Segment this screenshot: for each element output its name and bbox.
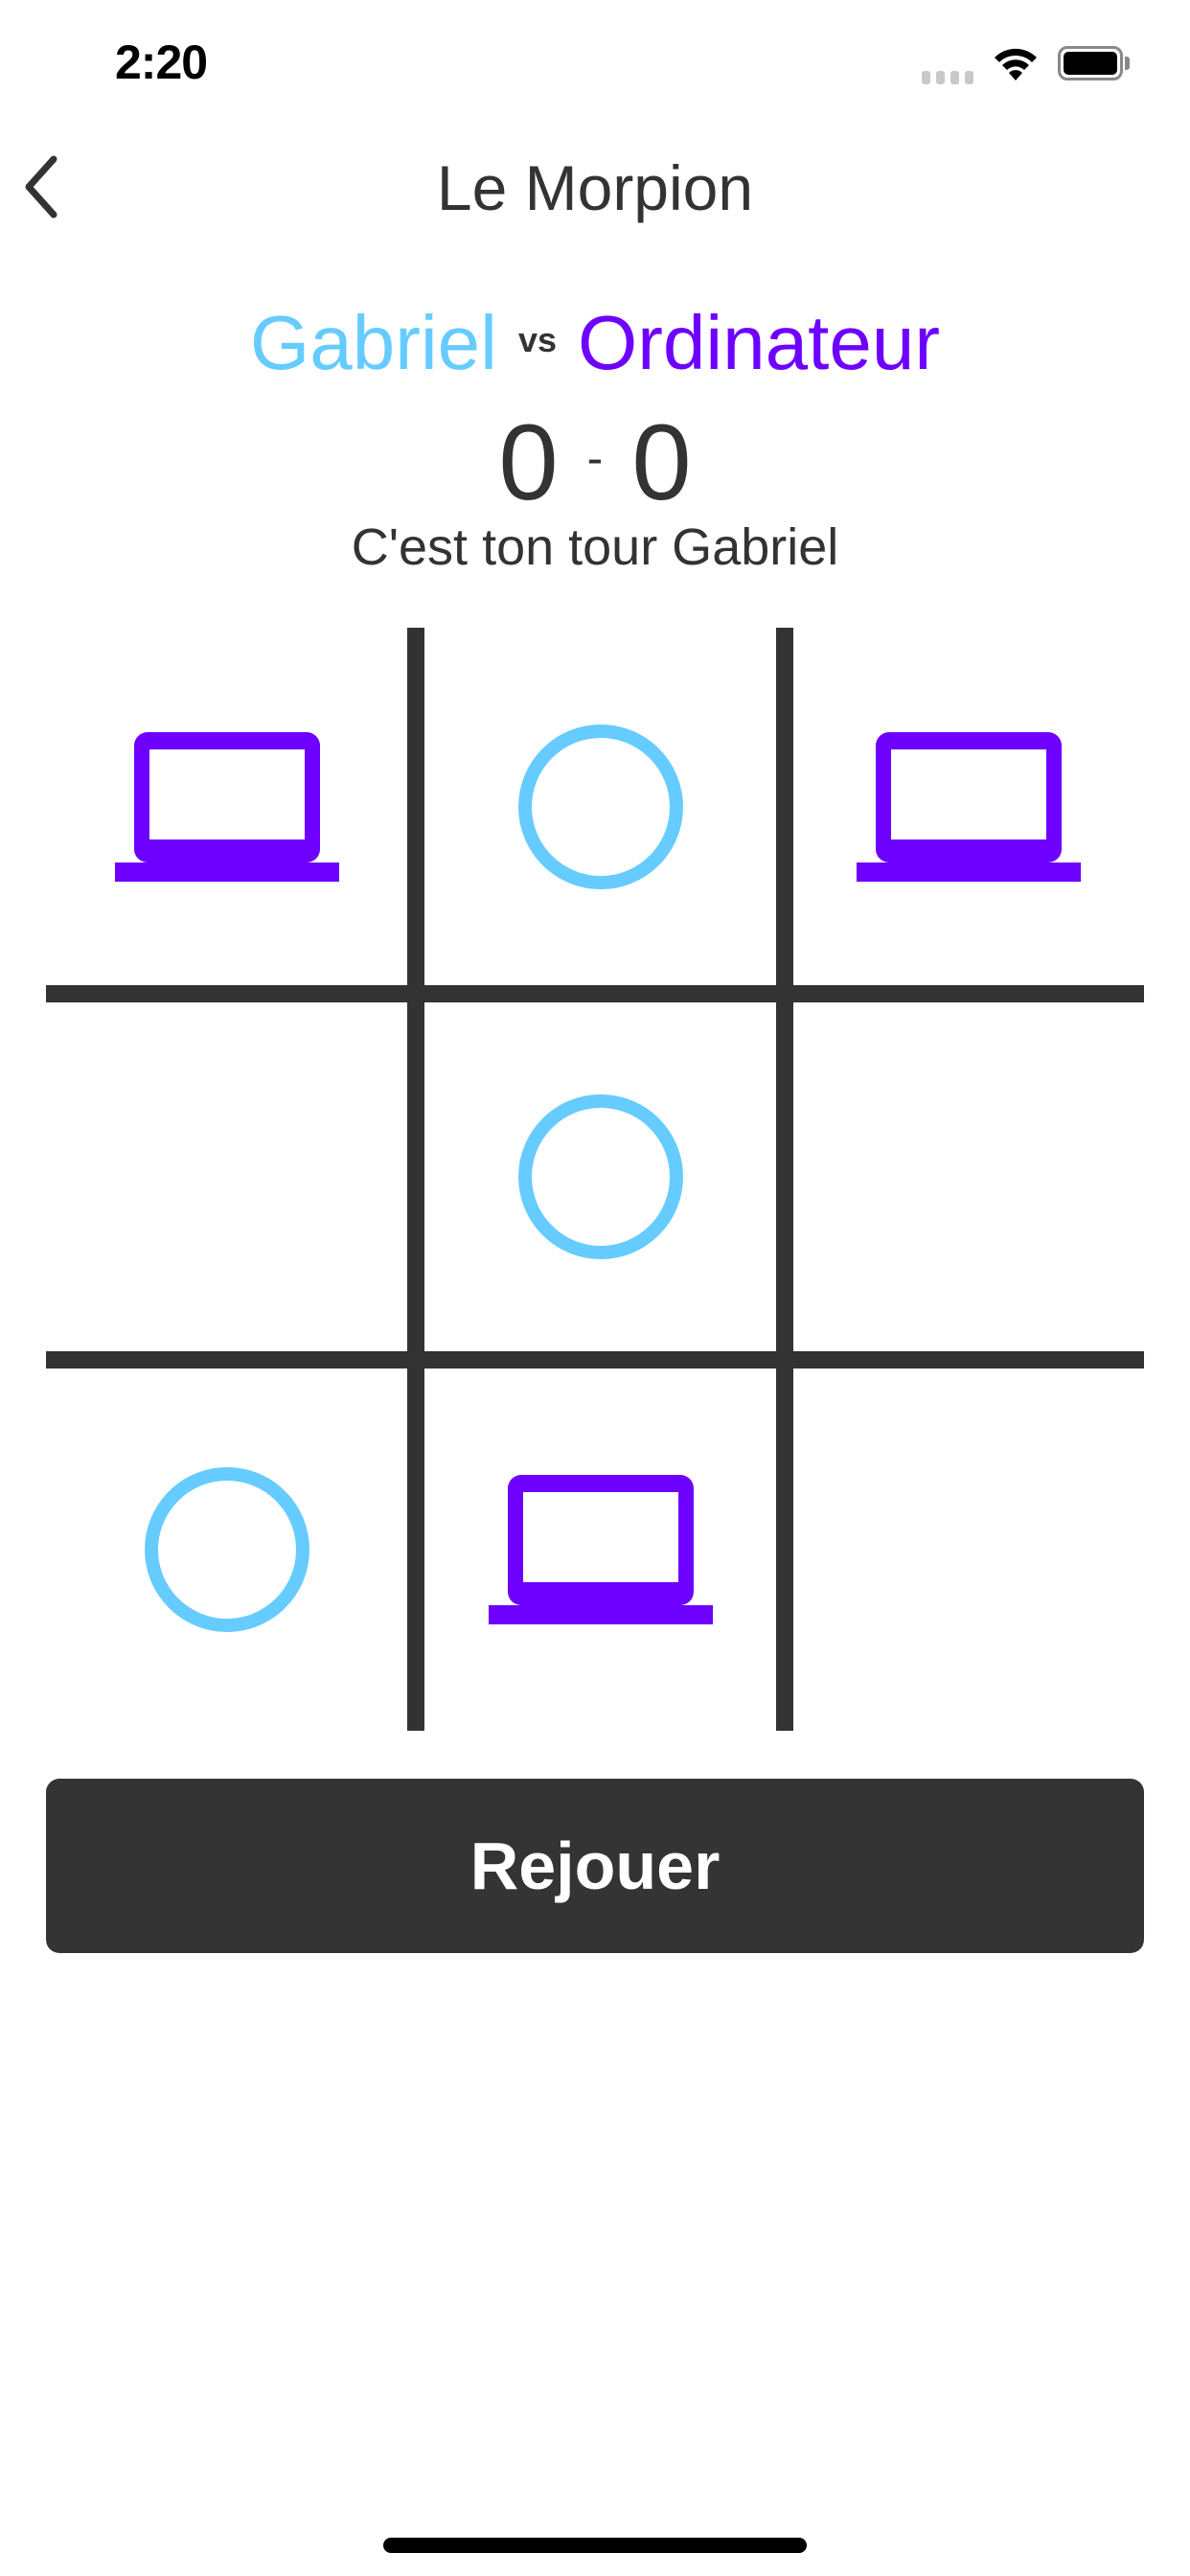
- player1-name: Gabriel: [250, 300, 497, 385]
- battery-icon: [1058, 46, 1123, 80]
- cellular-signal-icon: [922, 71, 973, 84]
- page-title: Le Morpion: [436, 152, 754, 223]
- score-separator: -: [586, 431, 604, 485]
- board-cell-1-0[interactable]: [46, 1002, 407, 1351]
- grid-line-vertical-1: [407, 628, 424, 1731]
- game-board: [46, 628, 1144, 1731]
- ring-icon: [517, 724, 683, 889]
- ring-icon: [144, 1467, 309, 1632]
- laptop-icon: [857, 731, 1081, 882]
- replay-button[interactable]: Rejouer: [46, 1779, 1144, 1953]
- wifi-icon: [995, 48, 1037, 80]
- board-cell-0-1[interactable]: [424, 628, 776, 985]
- ring-icon: [517, 1094, 683, 1259]
- board-cell-2-1[interactable]: [424, 1368, 776, 1731]
- status-time: 2:20: [115, 35, 208, 89]
- board-cell-2-2[interactable]: [793, 1368, 1144, 1731]
- chevron-left-icon: [25, 155, 57, 218]
- players-header: Gabriel vs Ordinateur: [0, 299, 1190, 387]
- grid-line-horizontal-1: [46, 985, 1144, 1002]
- laptop-icon: [114, 731, 339, 882]
- home-indicator[interactable]: [383, 2538, 807, 2553]
- grid-line-horizontal-2: [46, 1351, 1144, 1368]
- back-button[interactable]: [19, 153, 67, 220]
- board-cell-0-0[interactable]: [46, 628, 407, 985]
- player2-score: 0: [631, 402, 692, 522]
- board-cell-1-1[interactable]: [424, 1002, 776, 1351]
- board-cell-0-2[interactable]: [793, 628, 1144, 985]
- board-cell-1-2[interactable]: [793, 1002, 1144, 1351]
- battery-tip: [1125, 57, 1130, 70]
- laptop-icon: [488, 1475, 713, 1624]
- grid-line-vertical-2: [776, 628, 793, 1731]
- turn-message: C'est ton tour Gabriel: [351, 518, 839, 576]
- scoreboard: 0-0: [0, 401, 1190, 524]
- player1-score: 0: [498, 402, 559, 522]
- player2-name: Ordinateur: [577, 300, 940, 385]
- vs-label: vs: [517, 320, 557, 359]
- board-cell-2-0[interactable]: [46, 1368, 407, 1731]
